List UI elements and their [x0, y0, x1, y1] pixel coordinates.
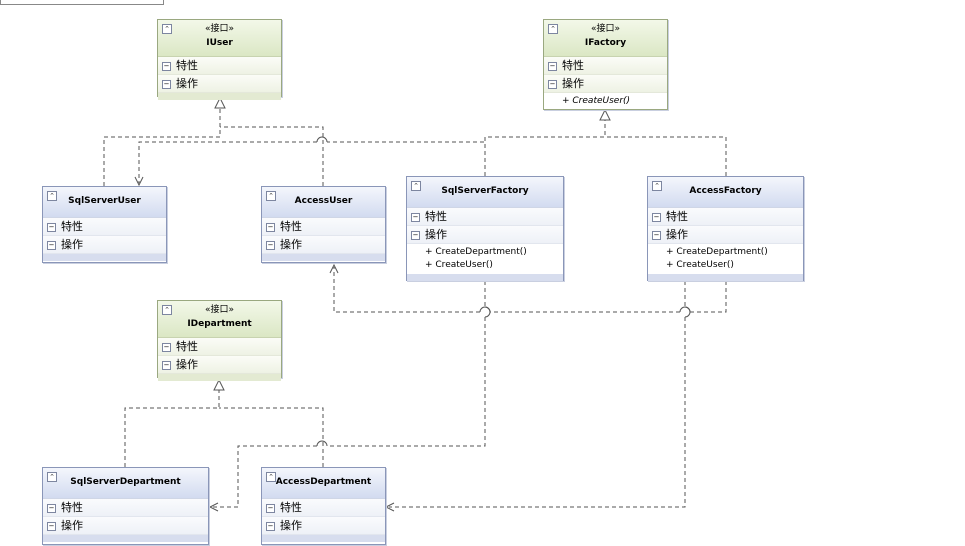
- realization-accessfactory-ifactory: [605, 136, 727, 176]
- dependency-arrowhead-accessuser: [329, 263, 339, 274]
- attributes-compartment[interactable]: −特性: [158, 338, 281, 356]
- dependency-sqlserverfactory-sqlserverdepartment: [213, 281, 486, 508]
- operation-createdepartment[interactable]: + CreateDepartment(): [425, 247, 527, 257]
- class-accessuser[interactable]: ⌃ AccessUser −特性 −操作: [261, 186, 386, 263]
- class-sqlserverfactory[interactable]: ⌃ SqlServerFactory −特性 −操作 + CreateDepar…: [406, 176, 564, 281]
- realization-arrowhead-ifactory: [599, 108, 611, 121]
- class-name: AccessDepartment: [275, 477, 372, 487]
- realization-sqlserverdepartment-idepartment: [124, 390, 220, 467]
- class-name: SqlServerDepartment: [70, 477, 181, 487]
- dependency-accessfactory-accessdepartment: [389, 281, 686, 508]
- collapse-icon[interactable]: ⌃: [411, 181, 421, 191]
- operations-compartment[interactable]: −操作: [648, 226, 803, 244]
- attributes-compartment[interactable]: −特性: [544, 57, 667, 75]
- attributes-compartment[interactable]: −特性: [43, 499, 208, 517]
- minus-icon[interactable]: −: [548, 61, 557, 71]
- class-name: IUser: [206, 38, 233, 48]
- class-accessfactory[interactable]: ⌃ AccessFactory −特性 −操作 + CreateDepartme…: [647, 176, 804, 281]
- operations-compartment[interactable]: −操作: [262, 517, 385, 535]
- operations-compartment[interactable]: −操作: [43, 236, 166, 254]
- class-name: SqlServerUser: [68, 196, 141, 206]
- class-name: AccessUser: [294, 196, 353, 206]
- collapse-icon[interactable]: ⌃: [652, 181, 662, 191]
- dependency-accessfactory-accessuser: [333, 267, 727, 313]
- minus-icon[interactable]: −: [47, 240, 56, 250]
- collapse-icon[interactable]: ⌃: [266, 472, 276, 482]
- minus-icon[interactable]: −: [411, 230, 420, 240]
- stereotype-label: «接口»: [204, 305, 234, 315]
- dependency-arrowhead-accessdepartment: [384, 502, 395, 512]
- realization-arrowhead-iuser: [214, 96, 226, 109]
- attributes-compartment[interactable]: −特性: [262, 218, 385, 236]
- realization-arrowhead-idepartment: [213, 378, 225, 391]
- class-name: SqlServerFactory: [441, 186, 529, 196]
- collapse-icon[interactable]: ⌃: [548, 24, 558, 34]
- collapse-icon[interactable]: ⌃: [162, 305, 172, 315]
- minus-icon[interactable]: −: [47, 503, 56, 513]
- class-accessdepartment[interactable]: ⌃ AccessDepartment −特性 −操作: [261, 467, 386, 545]
- operations-compartment[interactable]: −操作: [544, 75, 667, 93]
- collapse-icon[interactable]: ⌃: [266, 191, 276, 201]
- minus-icon[interactable]: −: [266, 222, 275, 232]
- attributes-compartment[interactable]: −特性: [158, 57, 281, 75]
- operations-compartment[interactable]: −操作: [262, 236, 385, 254]
- operation-createuser[interactable]: + CreateUser(): [562, 96, 631, 106]
- minus-icon[interactable]: −: [47, 222, 56, 232]
- realization-accessuser-iuser: [220, 126, 324, 186]
- minus-icon[interactable]: −: [266, 521, 275, 531]
- minus-icon[interactable]: −: [652, 230, 661, 240]
- dependency-arrowhead-sqlserverdepartment: [208, 502, 219, 512]
- minus-icon[interactable]: −: [266, 503, 275, 513]
- collapse-icon[interactable]: ⌃: [47, 191, 57, 201]
- minus-icon[interactable]: −: [548, 79, 557, 89]
- collapse-icon[interactable]: ⌃: [162, 24, 172, 34]
- realization-accessdepartment-idepartment: [219, 407, 324, 467]
- attributes-compartment[interactable]: −特性: [43, 218, 166, 236]
- minus-icon[interactable]: −: [411, 212, 420, 222]
- attributes-compartment[interactable]: −特性: [262, 499, 385, 517]
- operation-createdepartment[interactable]: + CreateDepartment(): [666, 247, 768, 257]
- class-sqlserveruser[interactable]: ⌃ SqlServerUser −特性 −操作: [42, 186, 167, 263]
- collapse-icon[interactable]: ⌃: [47, 472, 57, 482]
- operation-createuser[interactable]: + CreateUser(): [425, 260, 493, 270]
- class-idepartment[interactable]: ⌃ «接口» IDepartment −特性 −操作: [157, 300, 282, 381]
- operations-compartment[interactable]: −操作: [158, 356, 281, 374]
- operations-compartment[interactable]: −操作: [43, 517, 208, 535]
- stereotype-label: «接口»: [204, 24, 234, 34]
- class-iuser[interactable]: ⌃ «接口» IUser −特性 −操作: [157, 19, 282, 100]
- minus-icon[interactable]: −: [162, 360, 171, 370]
- operations-compartment[interactable]: −操作: [407, 226, 563, 244]
- minus-icon[interactable]: −: [47, 521, 56, 531]
- minus-icon[interactable]: −: [162, 61, 171, 71]
- operation-createuser[interactable]: + CreateUser(): [666, 260, 734, 270]
- attributes-compartment[interactable]: −特性: [407, 208, 563, 226]
- class-name: AccessFactory: [689, 186, 762, 196]
- realization-sqlserverfactory-ifactory: [484, 120, 606, 176]
- class-name: IDepartment: [187, 319, 252, 329]
- class-name: IFactory: [584, 38, 627, 48]
- dependency-arrowhead-sqlserveruser: [134, 176, 144, 187]
- minus-icon[interactable]: −: [162, 79, 171, 89]
- dependency-sqlserverfactory-sqlserveruser: [138, 141, 486, 183]
- class-ifactory[interactable]: ⌃ «接口» IFactory −特性 −操作 + CreateUser(): [543, 19, 668, 110]
- minus-icon[interactable]: −: [266, 240, 275, 250]
- minus-icon[interactable]: −: [652, 212, 661, 222]
- class-sqlserverdepartment[interactable]: ⌃ SqlServerDepartment −特性 −操作: [42, 467, 209, 545]
- realization-sqlserveruser-iuser: [103, 108, 221, 186]
- stereotype-label: «接口»: [590, 24, 620, 34]
- partial-frame: [0, 0, 164, 5]
- attributes-compartment[interactable]: −特性: [648, 208, 803, 226]
- operations-compartment[interactable]: −操作: [158, 75, 281, 93]
- minus-icon[interactable]: −: [162, 342, 171, 352]
